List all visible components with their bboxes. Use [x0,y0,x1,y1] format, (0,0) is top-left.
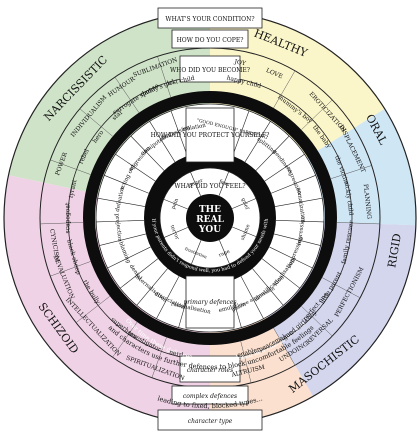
role-divider [40,222,84,225]
defence-divider [119,258,159,289]
role-sickly-child: sickly child [343,181,355,216]
role-divider [330,165,372,179]
heading-tab-become [179,55,241,83]
role-divider [75,295,111,323]
defence-divider [244,121,271,163]
feeling-pain: pain [170,197,180,210]
heading-tab-protect [185,107,235,163]
feeling-divider [219,239,230,265]
role-divider [336,222,380,225]
center-circle [186,194,234,242]
defence-divider [275,220,324,223]
defence-divider [274,197,323,207]
center-line-3: YOU [198,225,221,235]
condition-joy: JOY [233,58,247,67]
defence-somatization: somatization [295,187,306,224]
defence-divider [232,110,250,157]
heading-tab-cope [171,29,249,49]
defence-repression: repression [297,215,307,246]
defence-divider [97,197,146,207]
defence-divider [255,135,290,171]
feeling-divider [163,227,189,238]
heading-character-type: character type [188,418,233,425]
defence-divider [170,110,188,157]
role-nerd: nerd [168,349,184,359]
defence-defeation: defeation [115,185,126,212]
defence-divider [261,258,301,289]
feeling-divider [163,198,188,210]
role-divider [273,327,296,366]
heading-complex: complex defences [183,393,237,400]
feeling-shame: shame [240,224,252,242]
heading-tab-character-roles [179,355,241,383]
heading-tab-character-type [157,409,263,431]
defence-divider [99,233,147,246]
hardened-ring [83,91,337,345]
center-line-1: THE [199,205,221,215]
role-divider [50,261,91,277]
defence-divider [269,246,313,269]
heading-tab-condition [157,7,263,29]
role-divider [301,99,333,130]
heading-tab-complex [171,385,249,405]
heading-protect: HOW DID YOU PROTECT YOURSELF? [151,132,270,139]
role-divider [151,337,167,378]
feeling-anger: anger [188,177,204,188]
defence-divider [149,121,176,163]
feeling-divider [218,171,230,196]
feeling-terror: terror [169,224,180,241]
feeling-rage: rage [218,249,231,259]
defence-projection: projection [114,213,123,242]
role-divider [114,76,140,113]
heading-tab-primary [185,275,235,329]
role-divider [301,306,333,337]
defence-divider [240,276,264,319]
defence-divider [104,175,149,194]
type-rigid: RIGID [385,232,404,268]
heading-primary: primary defences [183,299,236,306]
defence-divider [252,268,284,306]
condition-planning: PLANNING [362,184,373,220]
defence-isolation: isolation [182,123,207,133]
defence-divider [271,175,316,194]
feeling-fear: fear [218,179,230,189]
defence-divider [136,268,168,306]
defence-divider [96,220,145,223]
heading-cope: HOW DO YOU COPE? [177,37,244,44]
defence-divider [156,276,180,319]
feeling-divider [231,198,257,209]
role-divider [157,56,171,98]
heading-character-roles: character roles [187,367,233,374]
role-divider [112,321,138,358]
role-divider [240,341,252,384]
role-scapegoat: scapegoat [65,202,72,233]
role-divider [273,70,296,109]
defence-divider [273,233,321,246]
feeling-divider [232,226,257,238]
role-divider [79,108,113,137]
heading-condition: WHAT'S YOUR CONDITION? [165,16,254,23]
center-line-2: REAL [196,215,224,225]
role-tyrant: tyrant [68,179,79,199]
feeling-divider [190,171,201,197]
heading-feel: WHAT DID YOU FEEL? [174,183,245,190]
feeling-divider [190,240,202,265]
defence-divider [264,154,305,182]
defence-divider [130,135,165,171]
role-divider [50,159,91,175]
heading-become: WHO DID YOU BECOME? [170,67,250,74]
feeling-grief: grief [240,197,250,211]
role-divider [322,277,361,299]
defence-divider [107,246,151,269]
defence-divider [115,154,156,182]
